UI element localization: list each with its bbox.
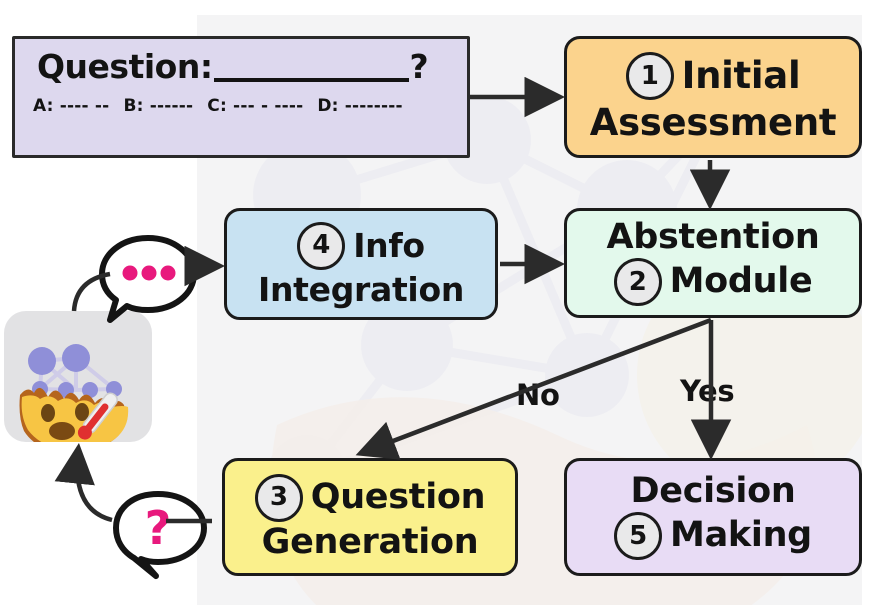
node-4-line-2: Integration xyxy=(258,273,464,307)
question-box: Question:? A: ---- -- B: ------ C: --- - -… xyxy=(12,36,470,158)
option-c: C: --- - ---- xyxy=(207,96,304,116)
edge-label-no: No xyxy=(516,378,560,412)
node-3-title-line1: Question xyxy=(310,476,486,517)
bubble-question-mark: ? xyxy=(108,488,212,588)
node-1-badge: 1 xyxy=(625,52,674,101)
node-3-badge: 3 xyxy=(254,473,303,522)
node-5-badge: 5 xyxy=(614,511,663,560)
avatar-exploding-head-icon xyxy=(4,311,152,442)
node-decision-making[interactable]: Decision 5 Making xyxy=(564,458,862,576)
node-2-badge: 2 xyxy=(613,257,662,306)
node-5-line-1: Decision xyxy=(630,471,796,512)
node-3-line-2: Generation xyxy=(261,521,479,562)
question-blank xyxy=(213,78,409,82)
node-question-generation[interactable]: 3 Question Generation xyxy=(222,458,518,576)
node-1-line-2: Assessment xyxy=(590,104,837,142)
node-1-title-line1: Initial xyxy=(681,54,801,98)
node-4-title-line1: Info xyxy=(353,225,425,265)
node-3-line-1: 3 Question xyxy=(254,473,486,522)
node-abstention-module[interactable]: Abstention 2 Module xyxy=(564,208,862,318)
question-options: A: ---- -- B: ------ C: --- - ---- D: -----… xyxy=(33,96,417,116)
edge-label-yes: Yes xyxy=(680,374,735,408)
node-2-line-2: 2 Module xyxy=(613,257,813,306)
node-4-badge: 4 xyxy=(297,221,346,270)
node-4-title-line2: Integration xyxy=(257,269,465,309)
node-5-title-line1: Decision xyxy=(630,471,796,512)
node-initial-assessment[interactable]: 1 Initial Assessment xyxy=(564,36,862,158)
node-2-title-line1: Abstention xyxy=(606,217,820,258)
bubble-thinking-dots xyxy=(94,232,202,332)
node-3-title-line2: Generation xyxy=(261,521,479,562)
question-label: Question: xyxy=(37,47,213,86)
node-1-line-1: 1 Initial xyxy=(625,52,801,101)
question-mark: ? xyxy=(409,47,429,86)
node-2-title-line2: Module xyxy=(669,261,813,301)
option-d: D: -------- xyxy=(317,96,403,116)
svg-text:?: ? xyxy=(145,501,172,555)
node-4-line-1: 4 Info xyxy=(297,221,425,270)
option-a: A: ---- -- xyxy=(33,96,110,116)
node-1-title-line2: Assessment xyxy=(589,101,837,145)
option-b: B: ------ xyxy=(123,96,194,116)
node-2-line-1: Abstention xyxy=(606,217,820,258)
node-5-line-2: 5 Making xyxy=(614,511,812,560)
node-info-integration[interactable]: 4 Info Integration xyxy=(224,208,498,320)
node-5-title-line2: Making xyxy=(670,515,812,555)
question-prompt: Question:? xyxy=(37,47,429,86)
